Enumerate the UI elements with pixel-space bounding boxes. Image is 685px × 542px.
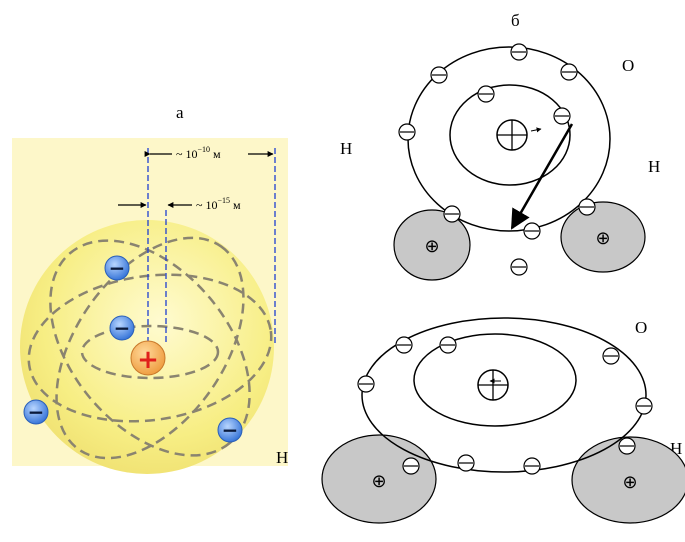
electron bbox=[398, 123, 416, 141]
atom-label-h-right: H bbox=[648, 157, 660, 176]
panel-b-label: б bbox=[511, 11, 520, 30]
molecule-1: O H H ⊕ ⊕ bbox=[340, 43, 660, 281]
panel-a: а ~ 10−10 м ~ 10−15 м bbox=[12, 103, 288, 474]
electrons-a: − − − − bbox=[23, 255, 243, 443]
electron bbox=[578, 198, 596, 216]
svg-text:−: − bbox=[222, 418, 239, 442]
proton-symbol: ⊕ bbox=[371, 471, 386, 492]
electron bbox=[618, 437, 636, 455]
nucleus: + bbox=[130, 340, 166, 376]
electron bbox=[457, 454, 475, 472]
panel-b: б O H H ⊕ ⊕ bbox=[321, 11, 685, 524]
dim-outer-label: ~ 10−10 м bbox=[176, 145, 221, 161]
inner-shell-2 bbox=[413, 333, 577, 427]
electron: − bbox=[109, 315, 135, 341]
dimension-guides bbox=[147, 148, 276, 343]
outer-shell-2 bbox=[361, 317, 647, 473]
electron: − bbox=[23, 399, 49, 425]
proton-symbol: ⊕ bbox=[424, 236, 439, 257]
electron bbox=[635, 397, 653, 415]
electron bbox=[553, 107, 571, 125]
electron bbox=[395, 336, 413, 354]
atom-label-o-2: O bbox=[635, 318, 647, 337]
orbit-1 bbox=[27, 273, 273, 423]
electron bbox=[357, 375, 375, 393]
electron bbox=[523, 457, 541, 475]
inner-shell bbox=[449, 84, 571, 186]
dim-inner-label: ~ 10−15 м bbox=[196, 196, 241, 212]
electron bbox=[430, 66, 448, 84]
orbits bbox=[27, 236, 273, 460]
electron-transfer-arrow bbox=[510, 123, 574, 230]
electron bbox=[443, 205, 461, 223]
svg-text:−: − bbox=[28, 400, 45, 424]
electron bbox=[602, 347, 620, 365]
electrons-molecule-1 bbox=[398, 43, 596, 276]
atom-label-o: O bbox=[622, 56, 634, 75]
atom-label-h-left: H bbox=[340, 139, 352, 158]
proton-symbol: ⊕ bbox=[595, 228, 610, 249]
svg-text:−: − bbox=[114, 316, 131, 340]
orbit-inner bbox=[80, 324, 220, 380]
nucleus-plus-sign: + bbox=[137, 345, 159, 375]
electron bbox=[560, 63, 578, 81]
electron: − bbox=[217, 417, 243, 443]
svg-text:−: − bbox=[109, 256, 126, 280]
electron: − bbox=[104, 255, 130, 281]
molecule-2: O H ⊕ ⊕ bbox=[321, 317, 685, 524]
electron bbox=[523, 222, 541, 240]
electron bbox=[510, 43, 528, 61]
orbit-2 bbox=[49, 239, 251, 457]
proton-symbol: ⊕ bbox=[622, 472, 637, 493]
hydrogen-nucleus bbox=[560, 201, 646, 273]
orbit-3 bbox=[55, 236, 245, 460]
dimension-arrows bbox=[118, 151, 274, 208]
hydrogen-nucleus bbox=[321, 434, 437, 524]
panel-a-label: а bbox=[176, 103, 184, 122]
electron bbox=[439, 336, 457, 354]
electron bbox=[477, 85, 495, 103]
hydrogen-nucleus bbox=[571, 436, 685, 524]
electrons-molecule-2 bbox=[357, 336, 653, 475]
hydrogen-nucleus bbox=[393, 209, 471, 281]
electron bbox=[510, 258, 528, 276]
electron bbox=[402, 457, 420, 475]
atom-label-h-bottom: Н bbox=[276, 448, 288, 467]
